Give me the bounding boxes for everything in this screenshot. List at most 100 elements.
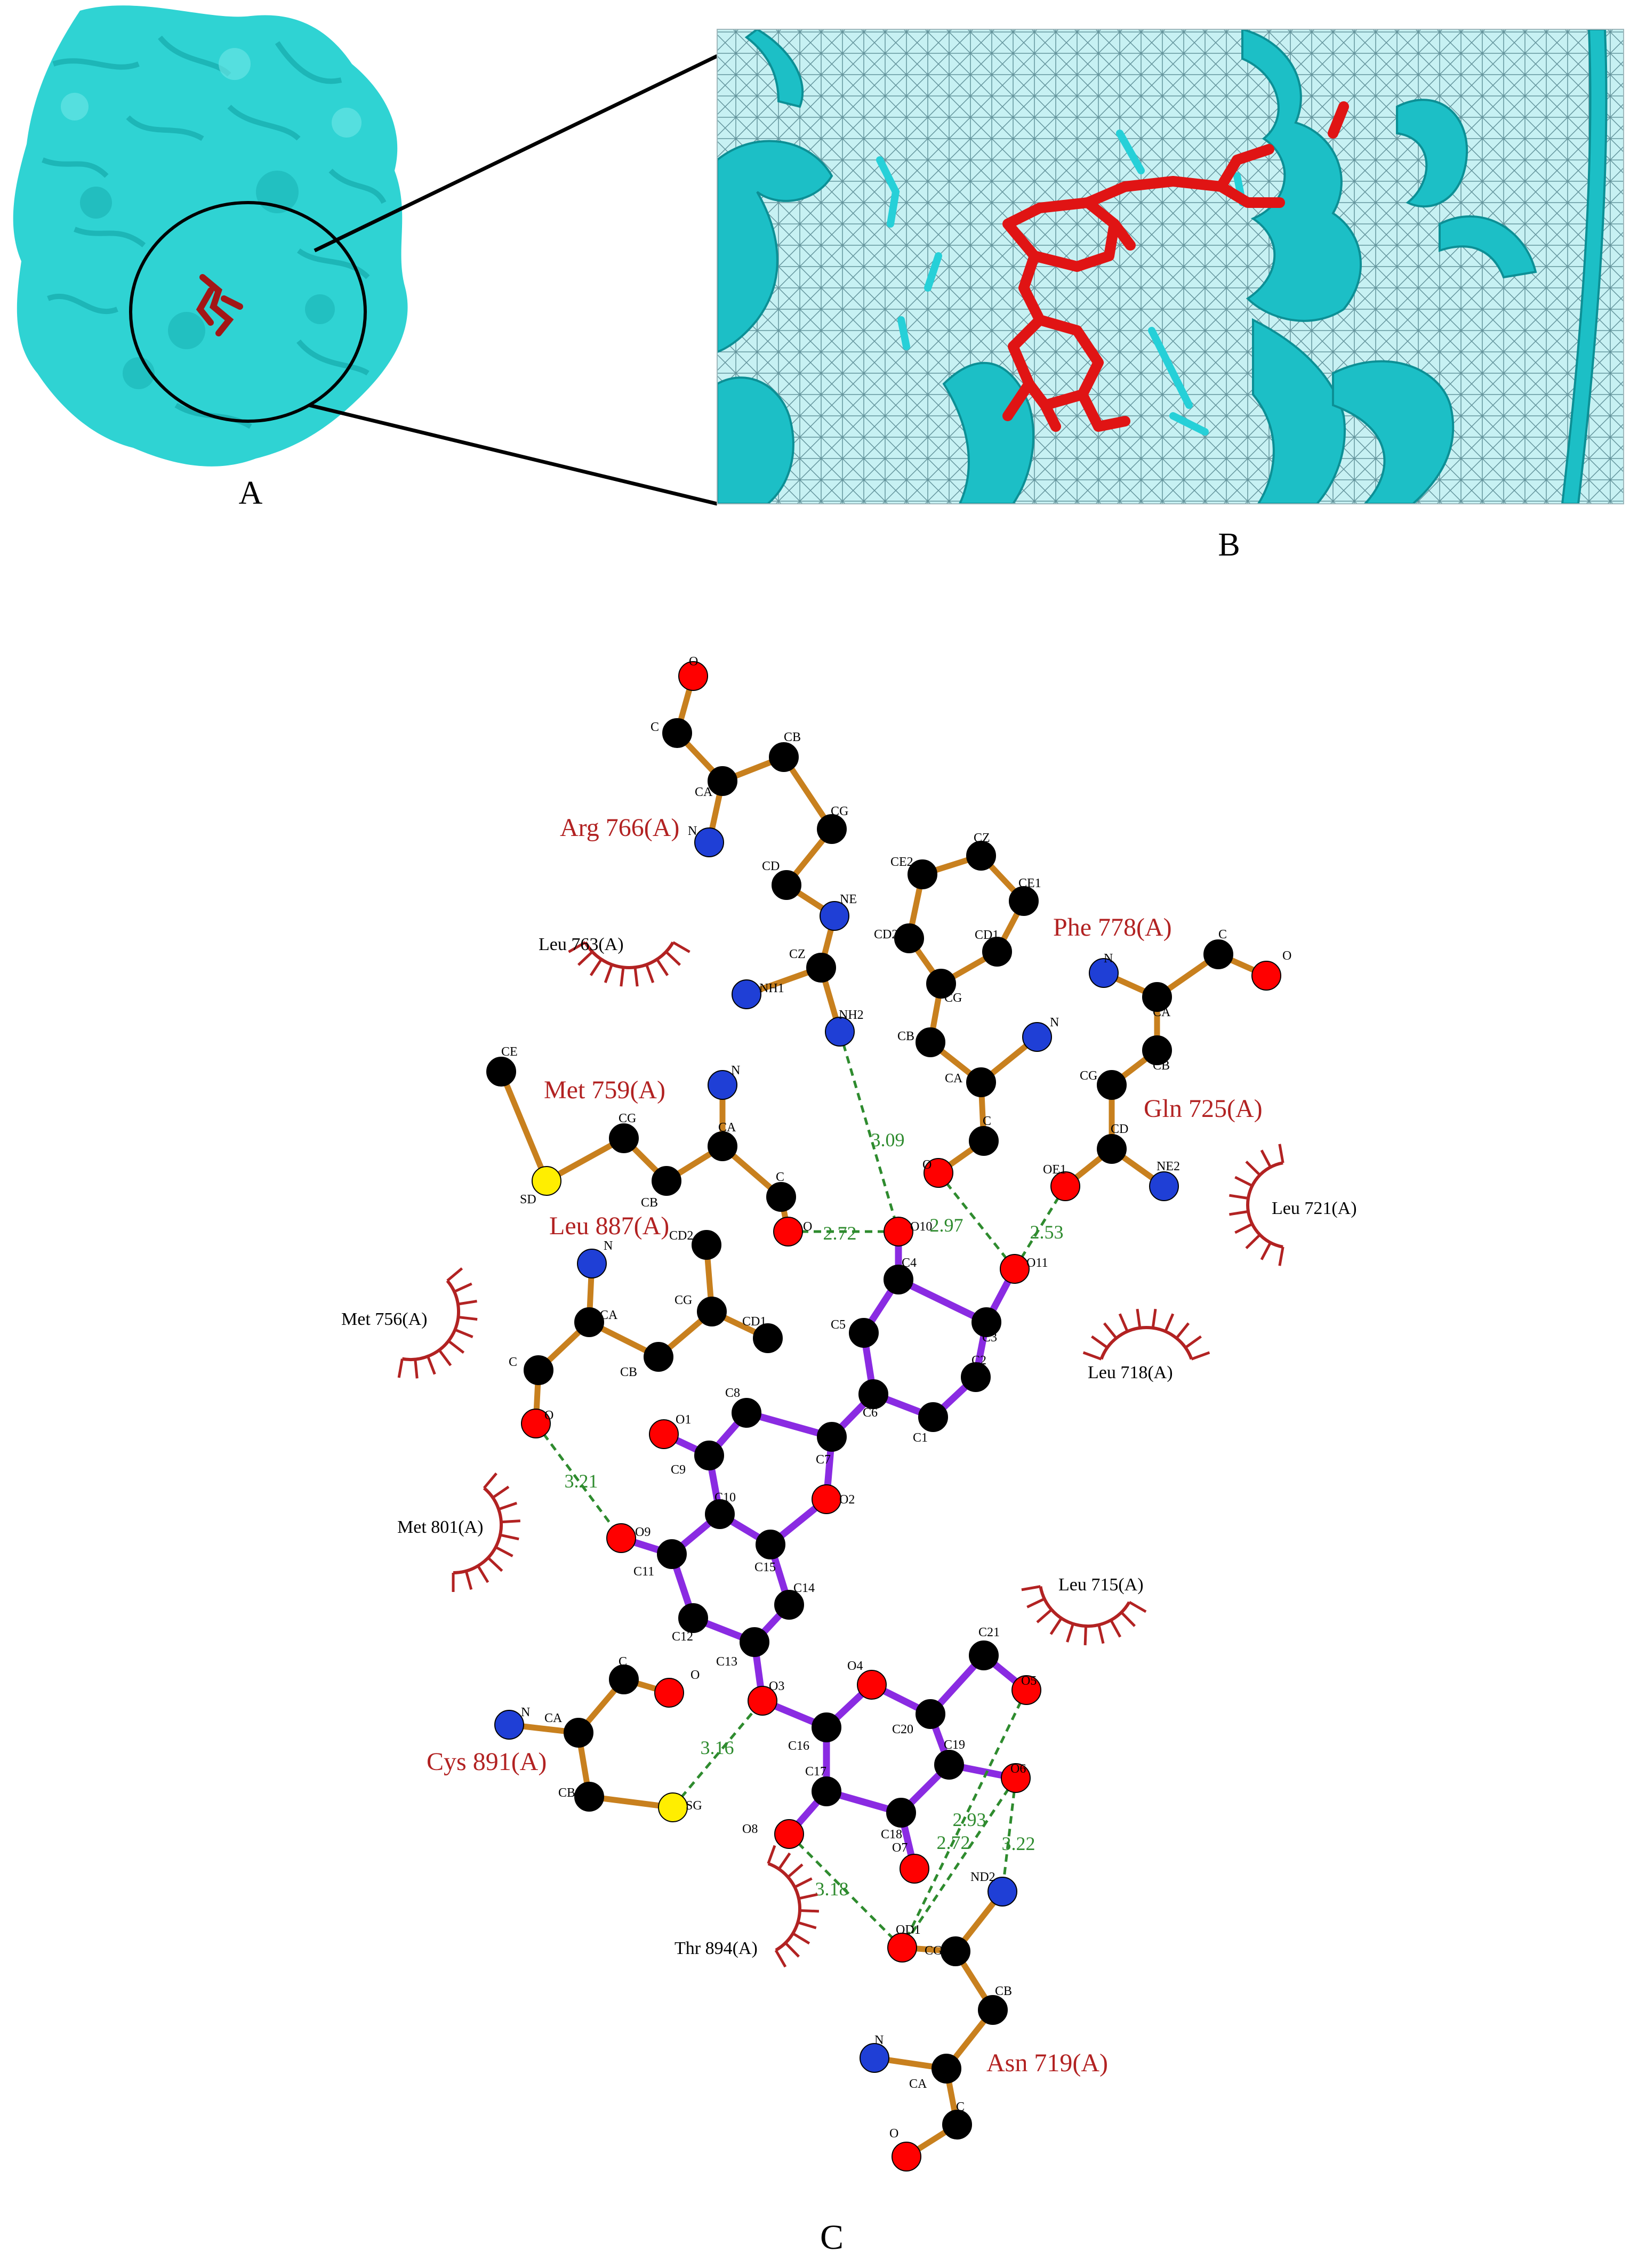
ligand-atom-label: O10: [910, 1220, 932, 1234]
residue-atom-label: CG: [944, 991, 962, 1005]
ligand-atom-label: C1: [913, 1431, 928, 1445]
atom-glnOE1: [1050, 1171, 1080, 1201]
hbond-distance-label: 3.22: [1002, 1833, 1035, 1854]
ligand-atom-label: O6: [1010, 1762, 1026, 1776]
residue-atom-label: O: [690, 1668, 700, 1682]
hbond-line: [672, 1700, 764, 1808]
panel-c-label: C: [820, 2218, 844, 2257]
residue-atom-label: OE1: [1043, 1163, 1066, 1177]
atom-cysCB: [574, 1782, 604, 1812]
hbond-distance-label: 3.21: [565, 1470, 598, 1492]
hydrophobic-spoke: [464, 1571, 473, 1590]
hydrophobic-spoke: [458, 1315, 478, 1321]
hbond-distance-label: 3.18: [815, 1878, 849, 1900]
atom-argNH1: [732, 979, 761, 1009]
atom-leuCD2: [692, 1230, 721, 1260]
hydrophobic-spoke: [1026, 1597, 1045, 1608]
residue-atom-label: C: [619, 1655, 627, 1669]
residue-atom-label: NE2: [1157, 1160, 1180, 1173]
ligand-atom-label: C2: [971, 1354, 986, 1368]
atom-glnNE2: [1149, 1171, 1179, 1201]
residue-atom-label: CD1: [742, 1315, 766, 1329]
atom-cysC: [609, 1664, 639, 1694]
atom-argNE: [820, 901, 849, 931]
hydrophobic-spoke: [1260, 1149, 1272, 1168]
atom-O2: [812, 1484, 841, 1514]
residue-atom-label: CD: [1111, 1122, 1128, 1136]
hydrophobic-spoke: [1036, 1608, 1053, 1623]
residue-atom-label: N: [1050, 1016, 1059, 1030]
hydrophobic-spoke: [1049, 1617, 1063, 1635]
ligand-atom-label: C10: [714, 1491, 736, 1505]
hydrophobic-arc: [402, 1280, 460, 1361]
hydrophobic-arc: [1246, 1161, 1283, 1249]
hydrophobic-spoke: [1245, 1234, 1261, 1250]
hydrophobic-contact-label: Leu 718(A): [1088, 1363, 1173, 1382]
hbond-distance-label: 2.72: [937, 1832, 970, 1853]
hydrophobic-spoke: [1229, 1210, 1249, 1216]
residue-name-label: Arg 766(A): [560, 814, 679, 842]
atom-glnN: [1089, 958, 1119, 988]
residue-atom-label: NH1: [759, 982, 784, 995]
ligand-atom-label: C8: [725, 1386, 740, 1400]
atom-O9: [606, 1523, 636, 1553]
hydrophobic-spoke: [1128, 1601, 1147, 1613]
atom-C18: [886, 1798, 916, 1828]
atom-C13: [740, 1627, 769, 1657]
ligand-bond: [895, 1276, 990, 1326]
atom-glnCD: [1097, 1134, 1127, 1164]
hydrophobic-spoke: [799, 1909, 820, 1913]
residue-atom-label: N: [521, 1706, 530, 1719]
hydrophobic-spoke: [656, 958, 669, 976]
residue-atom-label: CD2: [874, 928, 898, 942]
atom-C17: [812, 1776, 841, 1806]
atom-C9: [694, 1441, 724, 1470]
atom-asnCG: [941, 1936, 970, 1966]
hydrophobic-contact-label: Leu 715(A): [1058, 1575, 1144, 1595]
residue-atom-label: O: [922, 1158, 932, 1172]
atom-pheCD1: [982, 937, 1012, 967]
atom-asnN: [860, 2043, 889, 2073]
ligand-atom-label: C12: [672, 1630, 693, 1644]
atom-leuN: [577, 1249, 607, 1278]
atom-cysO: [654, 1678, 684, 1708]
residue-atom-label: CB: [995, 1984, 1012, 1998]
residue-atom-label: C: [776, 1170, 784, 1184]
hydrophobic-spoke: [1184, 1335, 1202, 1349]
atom-argO: [678, 661, 708, 691]
hydrophobic-contact-label: Thr 894(A): [675, 1939, 758, 1958]
residue-atom-label: N: [731, 1064, 740, 1077]
residue-atom-label: O: [1282, 949, 1291, 963]
atom-asnCA: [932, 2054, 961, 2084]
ligand-atom-label: O5: [1021, 1674, 1037, 1688]
atom-metCG: [609, 1123, 639, 1153]
atom-C10: [705, 1499, 735, 1529]
ligand-atom-label: O4: [847, 1659, 863, 1673]
atom-C1: [918, 1402, 948, 1432]
hydrophobic-spoke: [495, 1546, 513, 1557]
atom-asnC: [942, 2110, 972, 2140]
atom-pheCA: [966, 1067, 996, 1097]
atom-cysN: [494, 1710, 524, 1740]
ligand-atom-label: C4: [902, 1256, 917, 1270]
hydrophobic-spoke: [498, 1501, 518, 1511]
ligand-atom-label: C14: [793, 1581, 815, 1595]
ligand-atom-label: O9: [635, 1525, 651, 1539]
atom-leuCD1: [753, 1323, 783, 1353]
hydrophobic-spoke: [787, 1863, 804, 1878]
ligand-atom-label: C6: [863, 1406, 878, 1420]
hydrophobic-contact-label: Met 801(A): [397, 1517, 483, 1537]
ligand-atom-label: O1: [676, 1413, 691, 1427]
atom-O11: [1000, 1254, 1030, 1284]
residue-bond: [498, 1068, 550, 1184]
atom-C20: [916, 1699, 945, 1729]
residue-atom-label: CA: [1153, 1006, 1171, 1019]
residue-atom-label: CG: [619, 1112, 636, 1125]
hbond-line: [1001, 1778, 1017, 1892]
hydrophobic-spoke: [1091, 1335, 1109, 1349]
residue-atom-label: CA: [600, 1308, 618, 1322]
ligand-atom-label: C5: [831, 1318, 846, 1332]
hydrophobic-spoke: [1164, 1313, 1175, 1332]
